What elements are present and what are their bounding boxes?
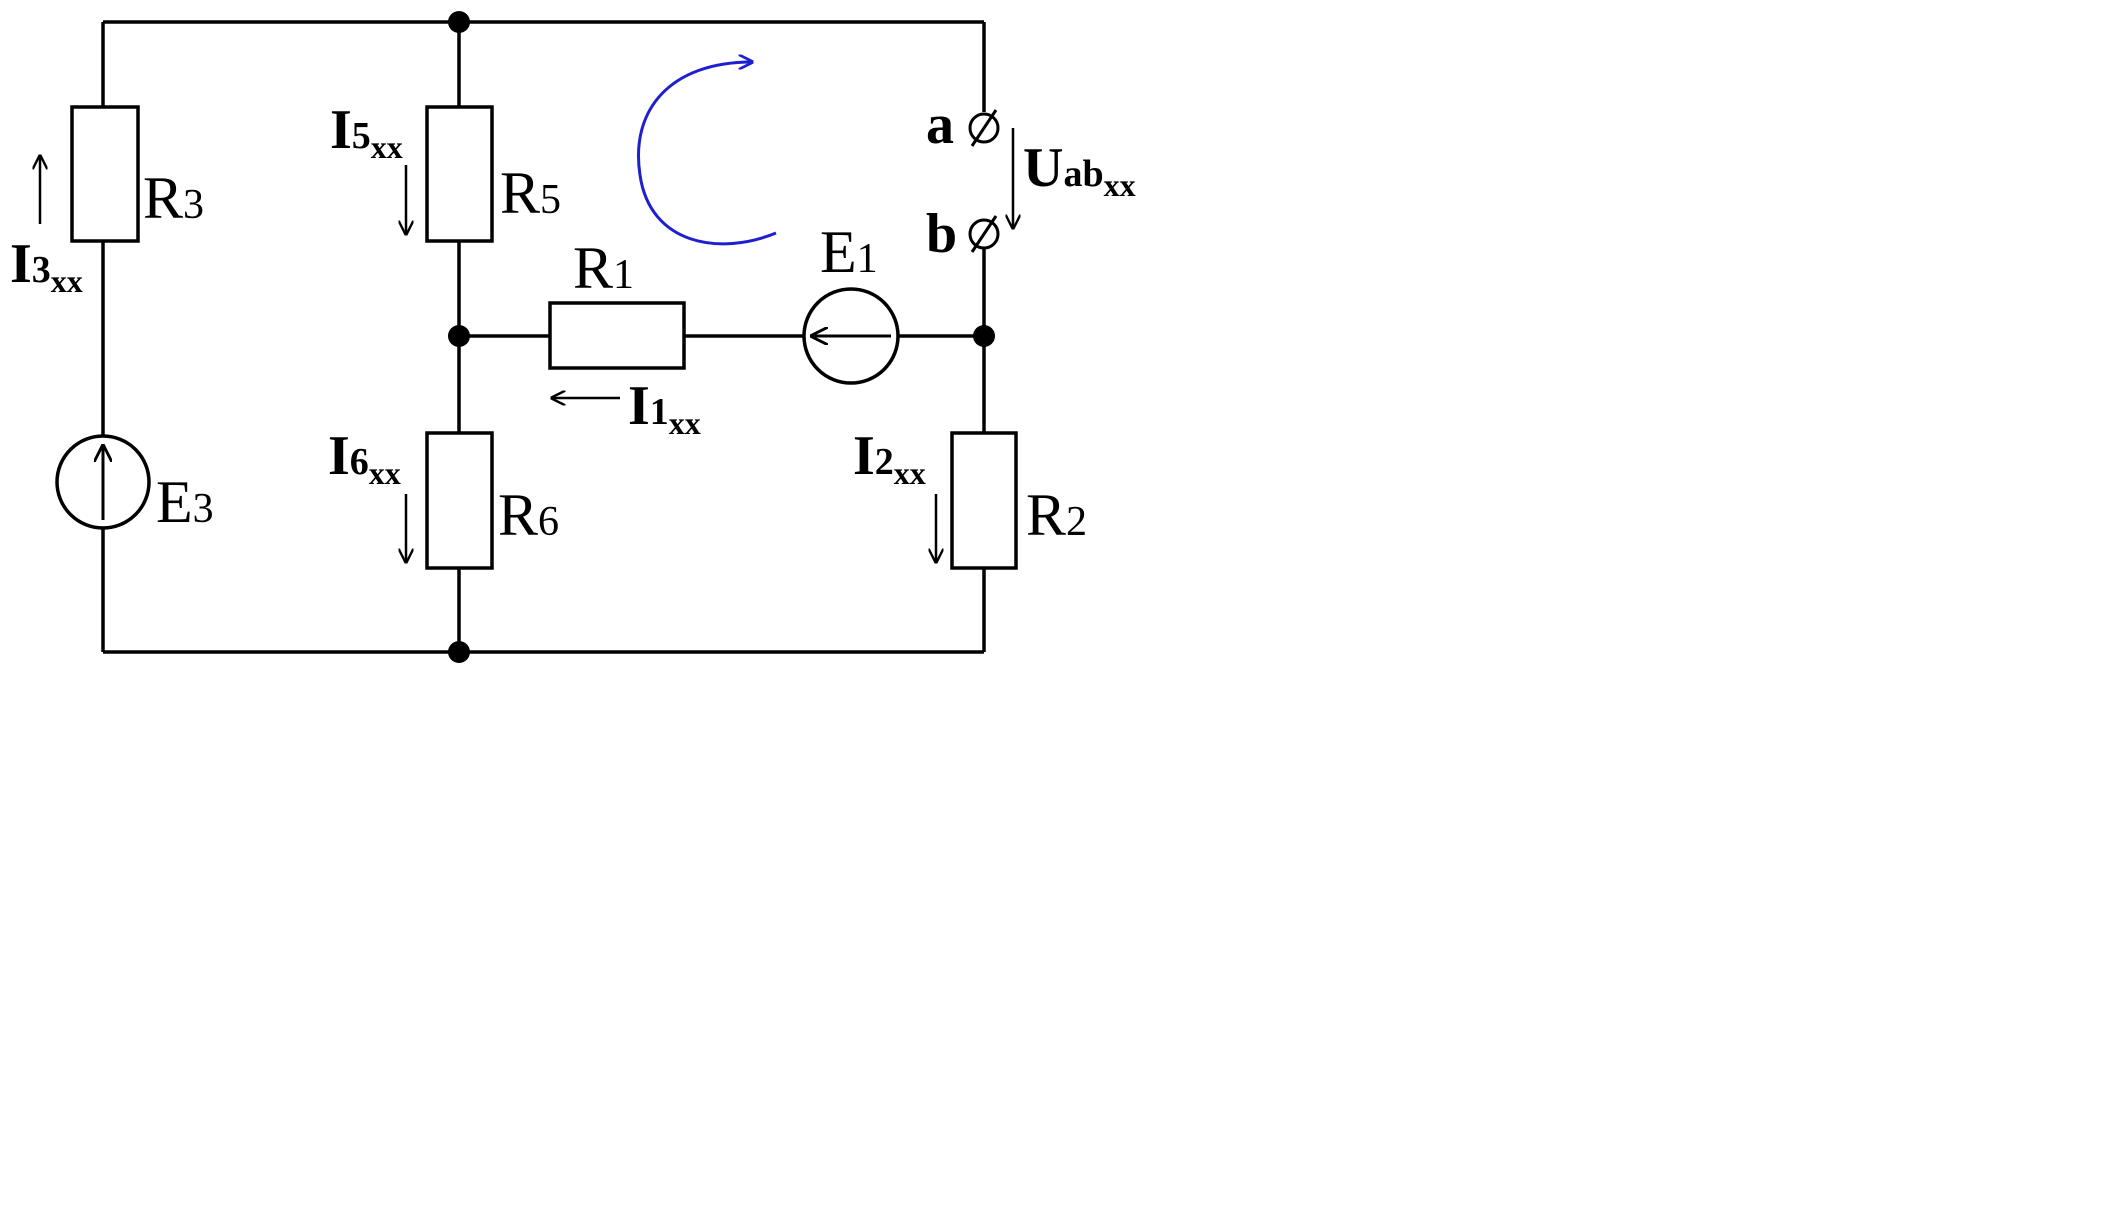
label-i2: I2xx (853, 425, 926, 491)
node-right (973, 325, 995, 347)
terminal-a-slash (970, 109, 998, 147)
label-i3: I3xx (10, 233, 83, 299)
wires (101, 20, 986, 654)
node-bottom (448, 641, 470, 663)
resistor-r5 (425, 105, 494, 243)
label-i1: I1xx (628, 375, 701, 441)
label-r5: R5 (500, 160, 561, 226)
resistor-r2 (950, 431, 1018, 570)
terminal-a: a (926, 94, 1000, 156)
label-i5: I5xx (330, 99, 403, 165)
resistor-r3 (70, 105, 140, 243)
terminal-b: b (926, 203, 1000, 265)
resistor-r6 (425, 431, 494, 570)
source-e3 (55, 434, 151, 530)
label-i6: I6xx (328, 425, 401, 491)
node-top (448, 11, 470, 33)
label-r2: R2 (1026, 482, 1087, 548)
nodes (448, 11, 995, 663)
label-uab: Uabxx (1023, 137, 1136, 203)
label-e1: E1 (820, 219, 878, 285)
terminal-b-slash (970, 215, 998, 253)
label-e3: E3 (156, 469, 214, 535)
terminal-a-label: a (926, 94, 954, 156)
node-center (448, 325, 470, 347)
label-r3: R3 (143, 165, 204, 231)
label-r6: R6 (498, 482, 559, 548)
label-r1: R1 (573, 235, 634, 301)
terminal-b-label: b (926, 203, 957, 265)
resistor-r1 (548, 301, 686, 370)
loop-arrow (637, 62, 777, 246)
source-e1 (802, 287, 900, 385)
